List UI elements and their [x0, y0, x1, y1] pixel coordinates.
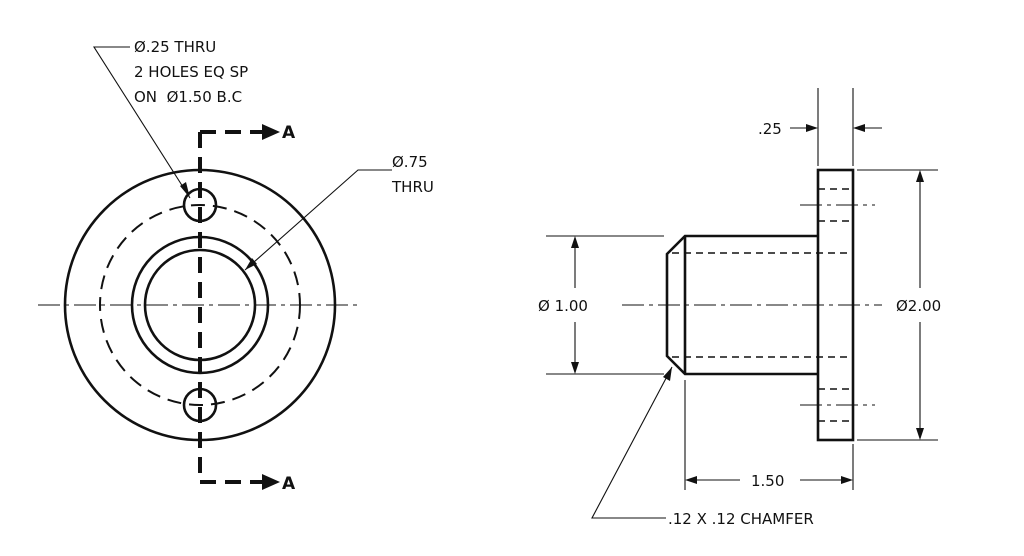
- side-view: [622, 168, 882, 442]
- section-label-bottom: A: [282, 474, 296, 494]
- shaft-dia-arrow-bottom: [571, 362, 579, 374]
- length-arrow-left: [685, 476, 697, 484]
- side-view-labels: .25 Ø 1.00 Ø2.00 1.50 .12 X .12 CHAMFER: [538, 120, 941, 528]
- hole-note-line-2: 2 HOLES EQ SP: [134, 63, 248, 81]
- side-view-dimensions: [546, 88, 938, 519]
- front-view: [38, 46, 392, 490]
- chamfer-leader-arrowhead: [663, 367, 672, 381]
- flange-dia-arrow-top: [916, 170, 924, 182]
- cutting-plane-line: [198, 124, 280, 490]
- shaft-length-label: 1.50: [751, 472, 784, 490]
- hole-note-line-1: Ø.25 THRU: [134, 38, 216, 56]
- bore-note-leader: [244, 169, 392, 271]
- flange-thickness-label: .25: [758, 120, 782, 138]
- chamfer-note-label: .12 X .12 CHAMFER: [668, 510, 814, 528]
- hole-leader-arrowhead: [180, 182, 190, 198]
- chamfer-leader: [591, 366, 673, 519]
- flange-dia-arrow-bottom: [916, 428, 924, 440]
- shaft-diameter-label: Ø 1.00: [538, 297, 588, 315]
- flange-thickness-arrow-left: [806, 124, 818, 132]
- section-arrow-top: [262, 124, 280, 140]
- hole-note-line-3: ON Ø1.50 B.C: [134, 88, 242, 106]
- bore-note-line-2: THRU: [391, 178, 434, 196]
- flange-diameter-label: Ø2.00: [896, 297, 941, 315]
- bore-leader-arrowhead: [245, 258, 257, 270]
- hole-note-leader: [92, 46, 191, 199]
- section-arrow-bottom: [262, 474, 280, 490]
- flange-thickness-arrow-right: [853, 124, 865, 132]
- length-arrow-right: [841, 476, 853, 484]
- section-label-top: A: [282, 123, 296, 143]
- shaft-dia-arrow-top: [571, 236, 579, 248]
- front-view-notes: Ø.25 THRU 2 HOLES EQ SP ON Ø1.50 B.C Ø.7…: [134, 38, 434, 494]
- bore-note-line-1: Ø.75: [392, 153, 428, 171]
